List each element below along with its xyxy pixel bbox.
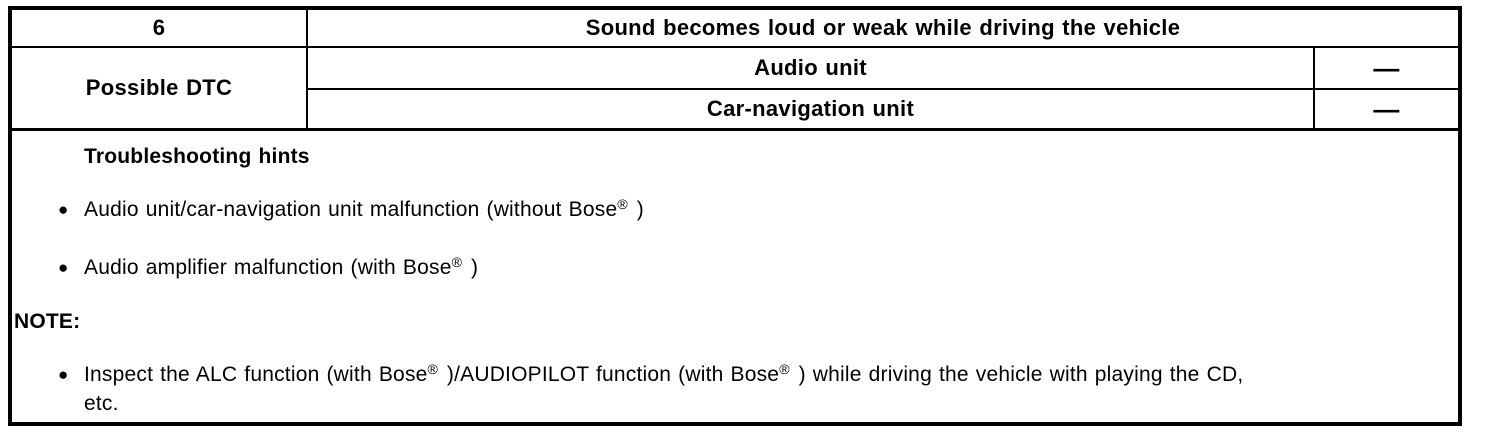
registered-trademark-symbol: ® (451, 254, 462, 270)
troubleshooting-hints-cell: Troubleshooting hints ● Audio unit/car-n… (12, 131, 1458, 432)
bullet-icon: ● (58, 258, 69, 277)
unit-name-car-navigation: Car-navigation unit (706, 96, 915, 121)
bullet-icon: ● (58, 200, 69, 219)
unit-cell-audio: Audio unit (308, 48, 1315, 90)
registered-trademark-symbol: ® (427, 361, 438, 377)
dtc-value-audio: — (1373, 52, 1400, 83)
unit-name-audio: Audio unit (754, 55, 867, 80)
troubleshooting-hints-title: Troubleshooting hints (84, 145, 310, 168)
hint-text: Audio unit/car-navigation unit malfuncti… (84, 196, 644, 221)
symptom-number: 6 (152, 15, 166, 40)
unit-cell-car-navigation: Car-navigation unit (308, 90, 1315, 131)
note-label: NOTE: (14, 310, 81, 333)
bullet-icon: ● (58, 365, 69, 384)
symptom-troubleshooting-table: 6 Sound becomes loud or weak while drivi… (8, 6, 1462, 426)
registered-trademark-symbol: ® (617, 196, 628, 212)
dtc-value-car-navigation: — (1373, 93, 1400, 124)
possible-dtc-label-cell: Possible DTC (12, 48, 308, 131)
dtc-value-cell-car-navigation: — (1315, 90, 1458, 131)
list-item: ● Inspect the ALC function (with Bose® )… (58, 360, 1428, 418)
hint-text: Audio amplifier malfunction (with Bose® … (84, 254, 479, 279)
list-item: ● Audio unit/car-navigation unit malfunc… (58, 195, 1428, 224)
list-item: ● Audio amplifier malfunction (with Bose… (58, 253, 1428, 282)
dtc-value-cell-audio: — (1315, 48, 1458, 90)
symptom-description-cell: Sound becomes loud or weak while driving… (308, 10, 1458, 48)
symptom-number-cell: 6 (12, 10, 308, 48)
note-text: Inspect the ALC function (with Bose® )/A… (84, 361, 1244, 415)
possible-dtc-label: Possible DTC (85, 75, 233, 100)
registered-trademark-symbol: ® (779, 361, 790, 377)
symptom-description: Sound becomes loud or weak while driving… (585, 15, 1181, 40)
